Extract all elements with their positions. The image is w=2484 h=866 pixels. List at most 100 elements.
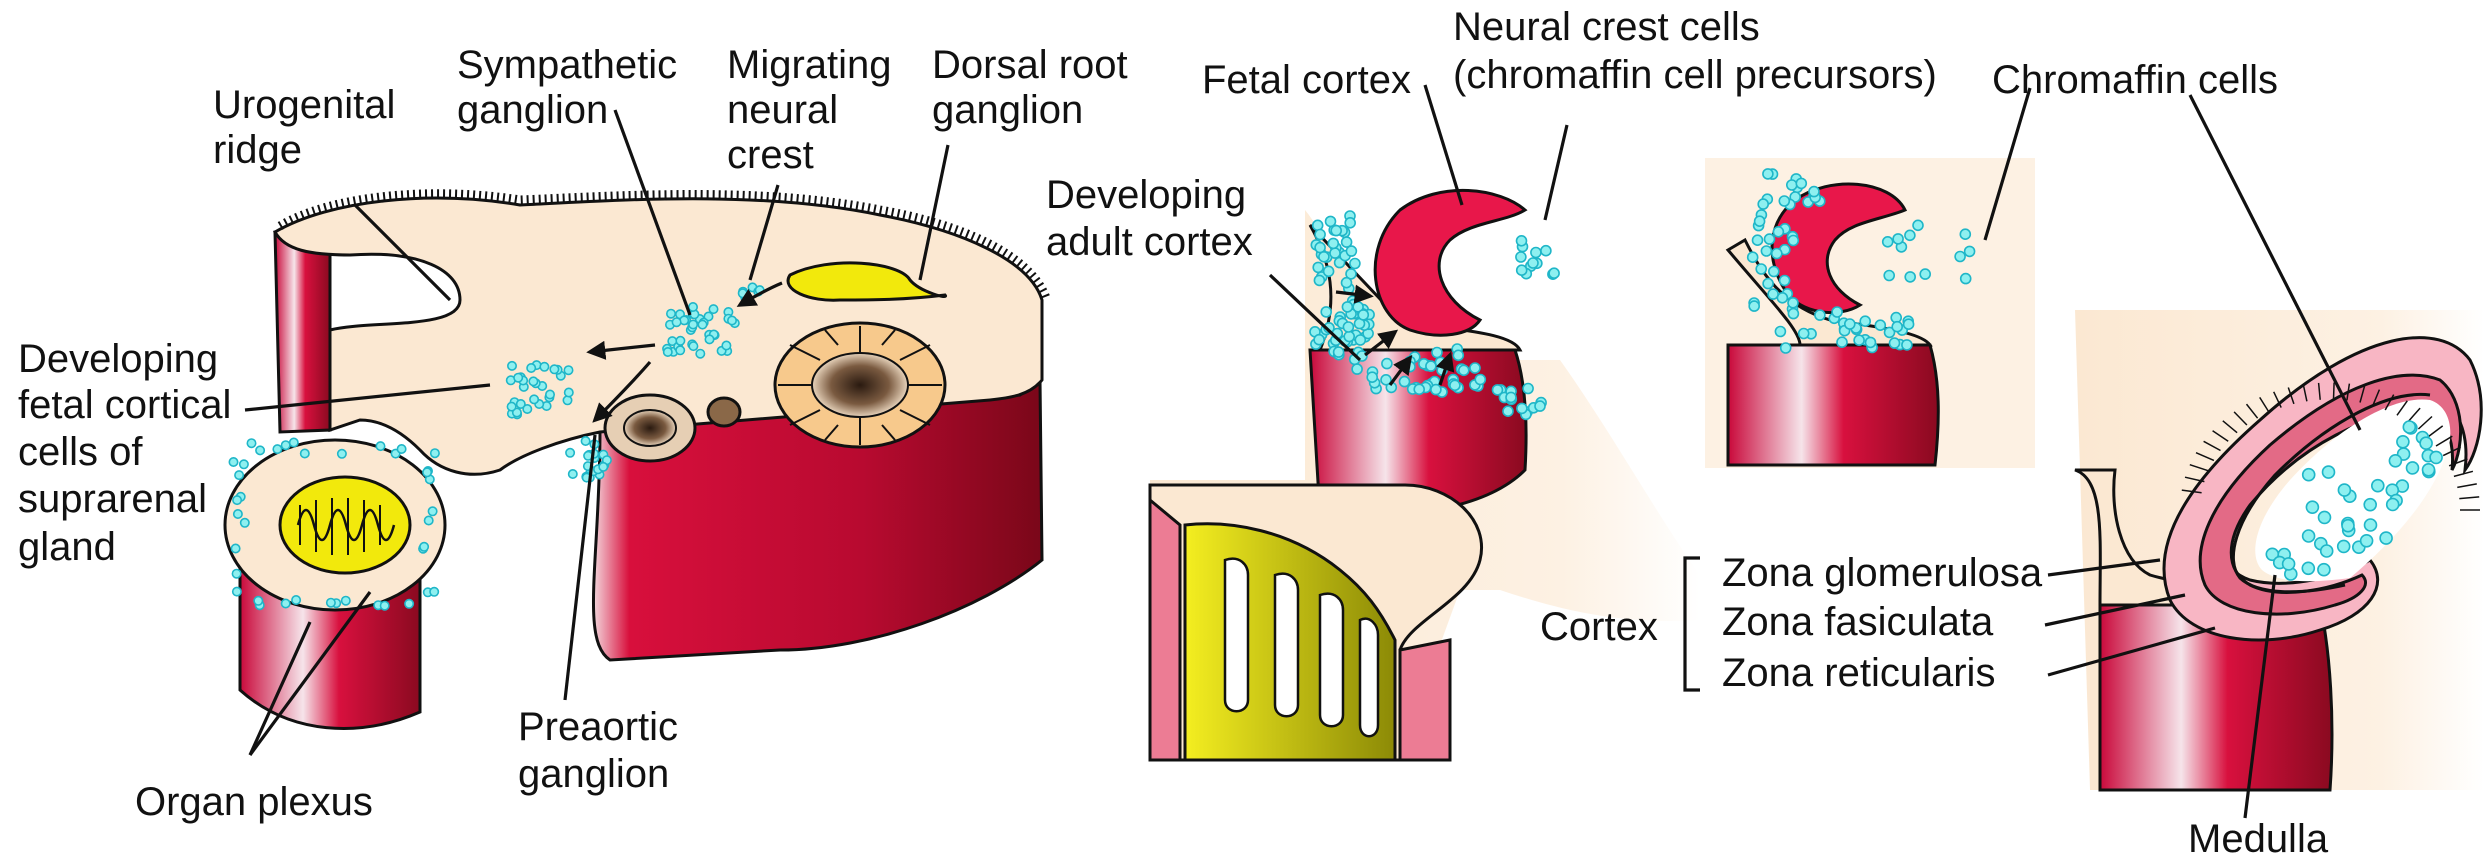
cell-dot — [1315, 230, 1325, 240]
cell-dot — [1788, 298, 1798, 308]
cell-dot — [1528, 258, 1538, 268]
cell-dot — [1314, 275, 1324, 285]
cell-dot — [1845, 319, 1855, 329]
cell-dot — [2342, 520, 2354, 532]
cell-dot — [1955, 252, 1965, 262]
cell-dot — [2303, 469, 2315, 481]
label-medulla: Medulla — [2188, 817, 2329, 861]
cell-dot — [722, 341, 730, 349]
cell-dot — [529, 377, 537, 385]
cell-dot — [1345, 218, 1355, 228]
cell-dot — [1796, 178, 1806, 188]
cell-dot — [256, 446, 264, 454]
cell-dot — [234, 510, 242, 518]
cell-dot — [705, 335, 713, 343]
svg-text:Sympathetic: Sympathetic — [457, 43, 677, 87]
cell-dot — [1470, 363, 1480, 373]
cell-dot — [1343, 322, 1353, 332]
cell-dot — [1756, 264, 1766, 274]
cell-dot — [232, 570, 240, 578]
cell-dot — [1763, 169, 1773, 179]
label-sympathetic-ganglion: Sympathetic ganglion — [457, 43, 677, 132]
upper-right-panel — [1705, 158, 2035, 468]
label-fetal-cortex: Fetal cortex — [1202, 58, 1411, 102]
cell-dot — [1352, 364, 1362, 374]
cell-dot — [566, 449, 574, 457]
cell-dot — [2397, 436, 2409, 448]
svg-text:Developing: Developing — [1046, 173, 1246, 217]
svg-text:ganglion: ganglion — [932, 88, 1083, 132]
cell-dot — [1832, 307, 1842, 317]
svg-text:Dorsal root: Dorsal root — [932, 43, 1128, 87]
cell-dot — [1355, 335, 1365, 345]
cell-dot — [1781, 343, 1791, 353]
cell-dot — [1517, 236, 1527, 246]
cell-dot — [1459, 365, 1469, 375]
cell-dot — [1883, 237, 1893, 247]
cell-dot — [2403, 421, 2415, 433]
label-neural-crest-cells: Neural crest cells (chromaffin cell prec… — [1453, 5, 1937, 97]
fetal-cortex-shape — [1375, 190, 1525, 335]
label-organ-plexus: Organ plexus — [135, 780, 373, 824]
cell-dot — [327, 599, 335, 607]
cell-dot — [1342, 278, 1352, 288]
cell-dot — [1772, 249, 1782, 259]
cell-dot — [1815, 310, 1825, 320]
cell-dot — [550, 365, 558, 373]
cell-dot — [689, 342, 697, 350]
cell-dot — [672, 318, 680, 326]
cell-dot — [1314, 335, 1324, 345]
label-chromaffin-cells: Chromaffin cells — [1992, 58, 2278, 102]
cell-dot — [1780, 276, 1790, 286]
label-migrating-neural-crest: Migrating neural crest — [727, 43, 892, 177]
cell-dot — [739, 289, 747, 297]
cell-dot — [667, 310, 675, 318]
cell-dot — [1523, 384, 1533, 394]
cell-dot — [696, 350, 704, 358]
cell-dot — [2389, 455, 2401, 467]
upper-right-tube — [1728, 345, 1938, 465]
cell-dot — [1913, 220, 1923, 230]
cell-dot — [1503, 406, 1513, 416]
cell-dot — [1884, 271, 1894, 281]
label-zona-fasiculata: Zona fasiculata — [1722, 600, 1994, 644]
cell-dot — [1431, 385, 1441, 395]
cell-dot — [425, 516, 433, 524]
cell-dot — [1331, 226, 1341, 236]
cell-dot — [1326, 216, 1336, 226]
cell-dot — [2303, 530, 2315, 542]
svg-text:neural: neural — [727, 88, 838, 132]
cell-dot — [1426, 361, 1436, 371]
cell-dot — [1777, 293, 1787, 303]
cell-dot — [2318, 564, 2330, 576]
cell-dot — [1761, 246, 1771, 256]
svg-text:Neural crest cells: Neural crest cells — [1453, 5, 1760, 49]
svg-text:suprarenal: suprarenal — [18, 477, 207, 521]
svg-text:fetal cortical: fetal cortical — [18, 383, 231, 427]
cell-dot — [1799, 329, 1809, 339]
label-developing-adult-cortex: Developing adult cortex — [1046, 173, 1253, 264]
cell-dot — [1769, 267, 1779, 277]
cell-dot — [282, 599, 290, 607]
cell-dot — [301, 449, 309, 457]
cell-dot — [1755, 216, 1765, 226]
cell-dot — [1328, 238, 1338, 248]
cell-dot — [1854, 335, 1864, 345]
cell-dot — [2365, 519, 2377, 531]
cell-dot — [235, 471, 243, 479]
cell-dot — [1779, 196, 1789, 206]
cell-dot — [546, 390, 554, 398]
cell-dot — [1763, 279, 1773, 289]
label-zona-reticularis: Zona reticularis — [1722, 651, 1995, 695]
label-dorsal-root-ganglion: Dorsal root ganglion — [932, 43, 1128, 132]
cell-dot — [1866, 337, 1876, 347]
cell-dot — [428, 507, 436, 515]
middle-panel — [1150, 190, 1700, 760]
cell-dot — [527, 364, 535, 372]
cell-dot — [241, 519, 249, 527]
cell-dot — [342, 597, 350, 605]
cell-dot — [1535, 401, 1545, 411]
cell-dot — [1453, 350, 1463, 360]
cell-dot — [1367, 372, 1377, 382]
